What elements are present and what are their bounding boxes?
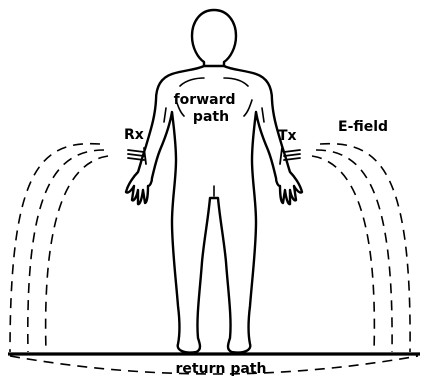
e-field-line (28, 150, 104, 352)
e-field-line (312, 156, 374, 352)
e-field-lines-right (312, 144, 410, 352)
tx-label: Tx (278, 128, 297, 144)
forward-path-label-line-1: forward (174, 92, 236, 108)
e-field-line (316, 150, 392, 352)
forward-path-label-line-2: path (193, 109, 229, 125)
human-body-icon (126, 10, 302, 353)
e-field-line (46, 156, 108, 352)
return-path-label: return path (176, 361, 267, 377)
rx-label: Rx (124, 127, 144, 143)
e-field-label: E-field (338, 119, 388, 135)
e-field-lines-left (10, 144, 108, 352)
